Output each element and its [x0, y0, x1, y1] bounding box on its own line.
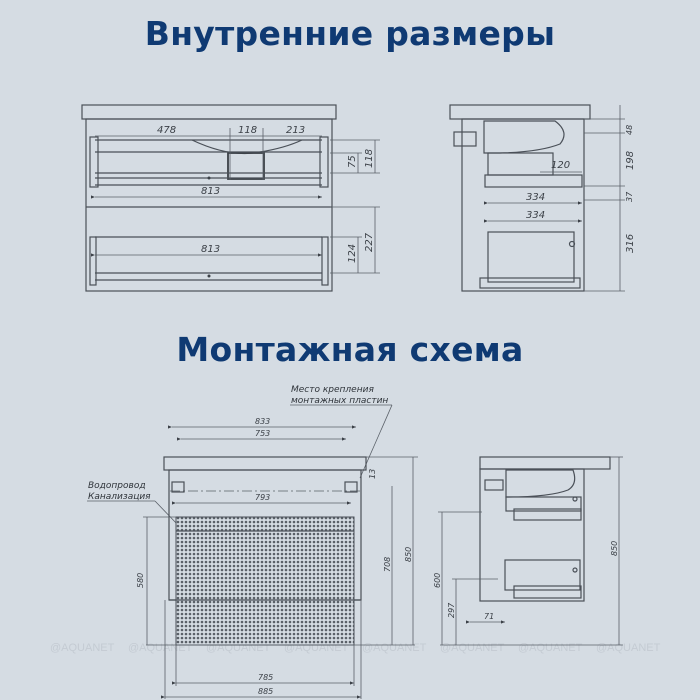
dim-316: 316: [625, 234, 636, 253]
note-pipes-line1: Водопровод: [88, 481, 146, 491]
dim-297: 297: [447, 602, 456, 618]
dim-48: 48: [625, 125, 634, 135]
dim-793: 793: [255, 493, 270, 502]
internal-side-view: 120 334 334 48 198 37 316: [449, 104, 636, 292]
dim-478: 478: [157, 125, 176, 136]
dim-213: 213: [286, 125, 305, 136]
note-plates-line1: Место крепления: [291, 385, 374, 395]
dim-708: 708: [383, 557, 392, 572]
watermark: @AQUANET: [440, 642, 505, 654]
dim-813-lower: 813: [201, 244, 220, 255]
watermark: @AQUANET: [50, 642, 115, 654]
title-mounting-scheme: Монтажная схема: [176, 330, 524, 369]
dim-118-vertical: 118: [364, 149, 375, 168]
watermark: @AQUANET: [596, 642, 661, 654]
internal-front-view: 478 118 213 813 813 75 118 124 227: [81, 104, 380, 292]
watermark: @AQUANET: [518, 642, 583, 654]
dim-785: 785: [258, 673, 273, 682]
dim-227: 227: [364, 232, 375, 252]
dim-753: 753: [255, 429, 270, 438]
mounting-front-view: Место крепления монтажных пластин Водопр…: [87, 385, 418, 699]
dim-75: 75: [347, 155, 358, 168]
dim-37: 37: [625, 191, 634, 202]
watermark: @AQUANET: [362, 642, 427, 654]
dim-885: 885: [258, 687, 273, 696]
mounting-side-view: 850 600 297 71: [433, 456, 623, 646]
dim-833: 833: [255, 417, 270, 426]
dim-124: 124: [347, 244, 358, 263]
title-internal-dimensions: Внутренние размеры: [144, 14, 556, 53]
dim-13: 13: [368, 469, 377, 479]
dim-334-lower: 334: [526, 210, 545, 221]
note-plates-line2: монтажных пластин: [291, 396, 388, 406]
watermark-row: @AQUANET @AQUANET @AQUANET @AQUANET @AQU…: [50, 642, 661, 654]
dim-850-front: 850: [404, 547, 413, 562]
dim-120: 120: [551, 160, 570, 171]
dim-71: 71: [484, 612, 494, 621]
dim-334-upper: 334: [526, 192, 545, 203]
dim-850-side: 850: [610, 541, 619, 556]
dim-118: 118: [238, 125, 257, 136]
dim-198: 198: [625, 151, 636, 170]
dim-580: 580: [136, 573, 145, 588]
note-pipes-line2: Канализация: [88, 492, 151, 502]
dim-600: 600: [433, 573, 442, 588]
dim-813-upper: 813: [201, 186, 220, 197]
